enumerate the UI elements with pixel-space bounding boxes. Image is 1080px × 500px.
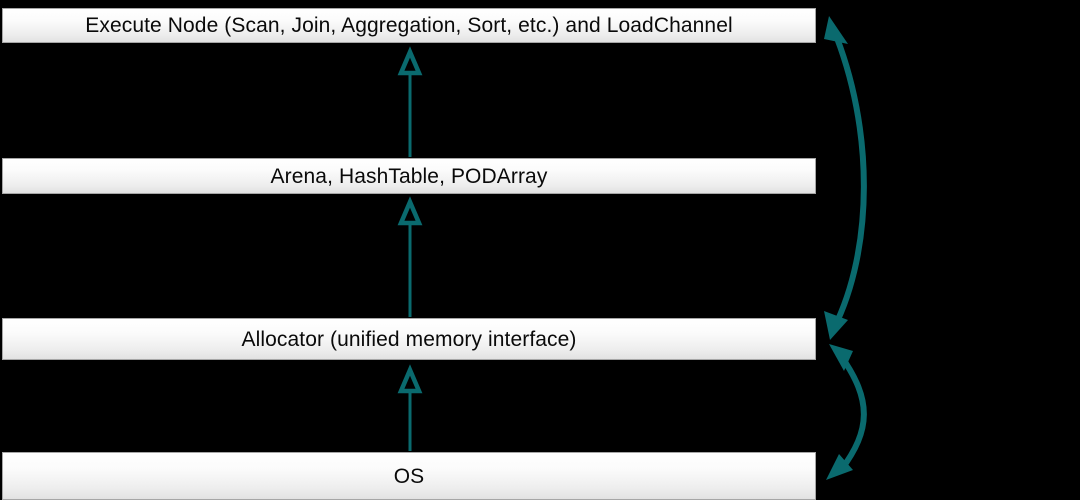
solid-arrowhead-up-icon — [829, 344, 853, 371]
connector-allocator-os-curve — [826, 344, 867, 480]
curved-connector-line — [838, 354, 867, 472]
solid-arrowhead-up-icon — [824, 16, 848, 44]
open-arrowhead-up-icon — [397, 46, 423, 76]
layer-box-allocator[interactable]: Allocator (unified memory interface) — [2, 318, 816, 360]
connector-arena-to-execute-node — [397, 46, 423, 157]
open-arrowhead-up-icon — [397, 364, 423, 394]
connector-os-to-allocator — [397, 364, 423, 451]
layer-label-allocator: Allocator (unified memory interface) — [241, 327, 577, 351]
curved-connector-line — [830, 26, 867, 330]
solid-arrowhead-down-icon — [826, 454, 853, 480]
layer-label-arena: Arena, HashTable, PODArray — [270, 164, 548, 188]
layer-box-arena[interactable]: Arena, HashTable, PODArray — [2, 158, 816, 194]
layer-label-os: OS — [393, 464, 425, 488]
layer-box-os[interactable]: OS — [2, 452, 816, 500]
connector-execute-node-allocator-curve — [824, 16, 867, 340]
connector-allocator-to-arena — [397, 196, 423, 317]
layer-label-execute-node: Execute Node (Scan, Join, Aggregation, S… — [85, 14, 733, 37]
layer-box-execute-node[interactable]: Execute Node (Scan, Join, Aggregation, S… — [2, 8, 816, 43]
open-arrowhead-up-icon — [397, 196, 423, 226]
solid-arrowhead-down-icon — [824, 311, 848, 340]
